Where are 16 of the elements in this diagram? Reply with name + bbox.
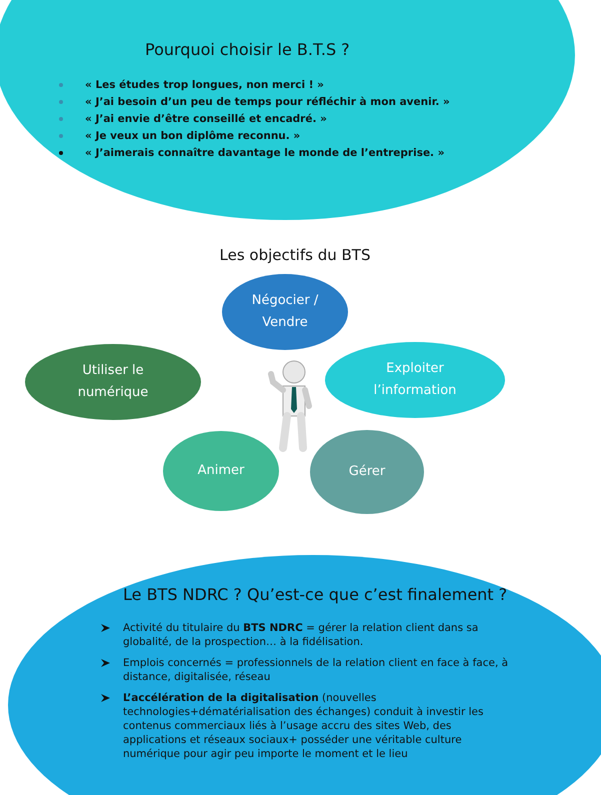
- objective-label: Animer: [196, 462, 246, 480]
- subtitle-text: Les objectifs du BTS: [218, 246, 372, 264]
- objective-label: Négocier / Vendre: [250, 292, 320, 332]
- objective-label: Exploiter l’information: [372, 360, 458, 400]
- bullet-text: Activité du titulaire du BTS NDRC = gérer la relation client dans sa globalité, de la prospection… à la fidélisation.: [123, 621, 480, 649]
- objective-label: Gérer: [348, 463, 386, 481]
- bullet-text: « Les études trop longues, non merci ! »: [85, 78, 325, 92]
- objective-label: Utiliser le numérique: [76, 362, 150, 402]
- bullet-text: Emplois concernés = professionnels de la relation client en face à face, à distance, digitalisée, réseau: [123, 656, 510, 684]
- section-heading: Pourquoi choisir le B.T.S ?: [145, 40, 350, 59]
- bullet-text: « J’aimerais connaître davantage le monde de l’entreprise. »: [85, 146, 446, 160]
- bullet-text: « Je veux un bon diplôme reconnu. »: [85, 129, 302, 143]
- bullet-text: « J’ai besoin d’un peu de temps pour réfléchir à mon avenir. »: [85, 95, 451, 109]
- section-heading: Le BTS NDRC ? Qu’est-ce que c’est finalement ?: [123, 585, 508, 604]
- bullet-text: L’accélération de la digitalisation (nouvelles technologies+dématérialisation des échanges) conduit à investir les contenus commerciaux liés à l’usage accru des sites Web, des applications et réseaux sociaux+ posséder une véritable culture numérique pour agir peu importe le moment et le lieu: [123, 691, 484, 761]
- bullet-text: « J’ai envie d’être conseillé et encadré. »: [85, 112, 328, 126]
